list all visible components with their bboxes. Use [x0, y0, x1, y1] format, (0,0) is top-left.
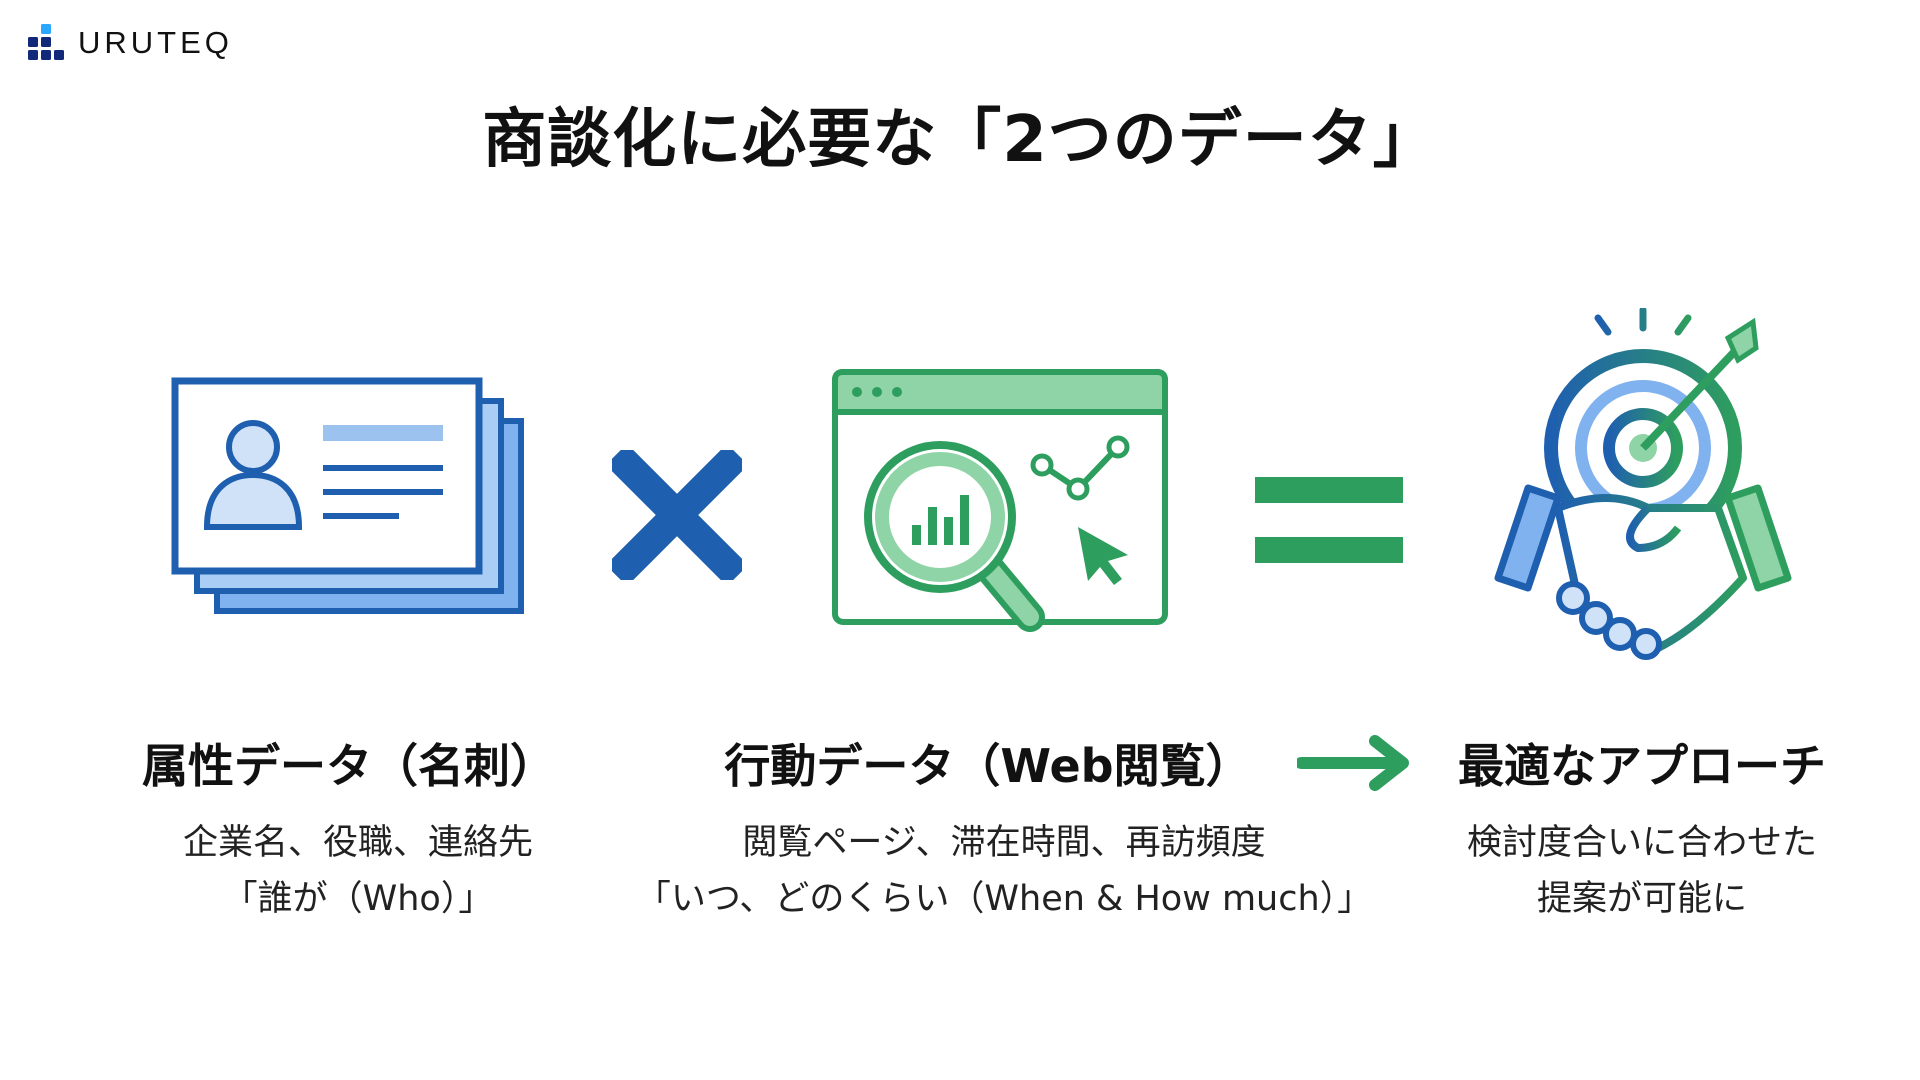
multiply-icon — [612, 450, 742, 580]
description-line: 閲覧ページ、滞在時間、再訪頻度 — [742, 823, 1266, 863]
brand-logo: URUTEQ — [28, 24, 233, 62]
description-line: 企業名、役職、連絡先 — [182, 823, 534, 863]
behavior-data-heading: 行動データ（Web閲覧） — [724, 739, 1252, 793]
optimal-approach-heading: 最適なアプローチ — [1458, 739, 1826, 793]
business-card-icon — [171, 377, 524, 614]
arrow-right-icon — [1297, 735, 1409, 791]
target-handshake-icon — [1494, 308, 1792, 660]
logo-icon — [28, 24, 64, 60]
description-line: 「誰が（Who）」 — [222, 879, 494, 919]
attribute-data-description: 企業名、役職、連絡先 「誰が（Who）」 — [183, 815, 533, 927]
attribute-data-heading: 属性データ（名刺） — [142, 739, 556, 793]
brand-name: URUTEQ — [78, 25, 233, 60]
equals-icon — [1255, 477, 1403, 563]
description-line: 提案が可能に — [1536, 879, 1748, 919]
page-title: 商談化に必要な「2つのデータ」 — [482, 103, 1438, 177]
optimal-approach-description: 検討度合いに合わせた 提案が可能に — [1467, 815, 1817, 927]
description-line: 「いつ、どのくらい（When & How much）」 — [635, 879, 1373, 919]
browser-analytics-icon — [832, 369, 1168, 632]
description-line: 検討度合いに合わせた — [1466, 823, 1818, 863]
behavior-data-description: 閲覧ページ、滞在時間、再訪頻度 「いつ、どのくらい（When & How muc… — [636, 815, 1372, 927]
